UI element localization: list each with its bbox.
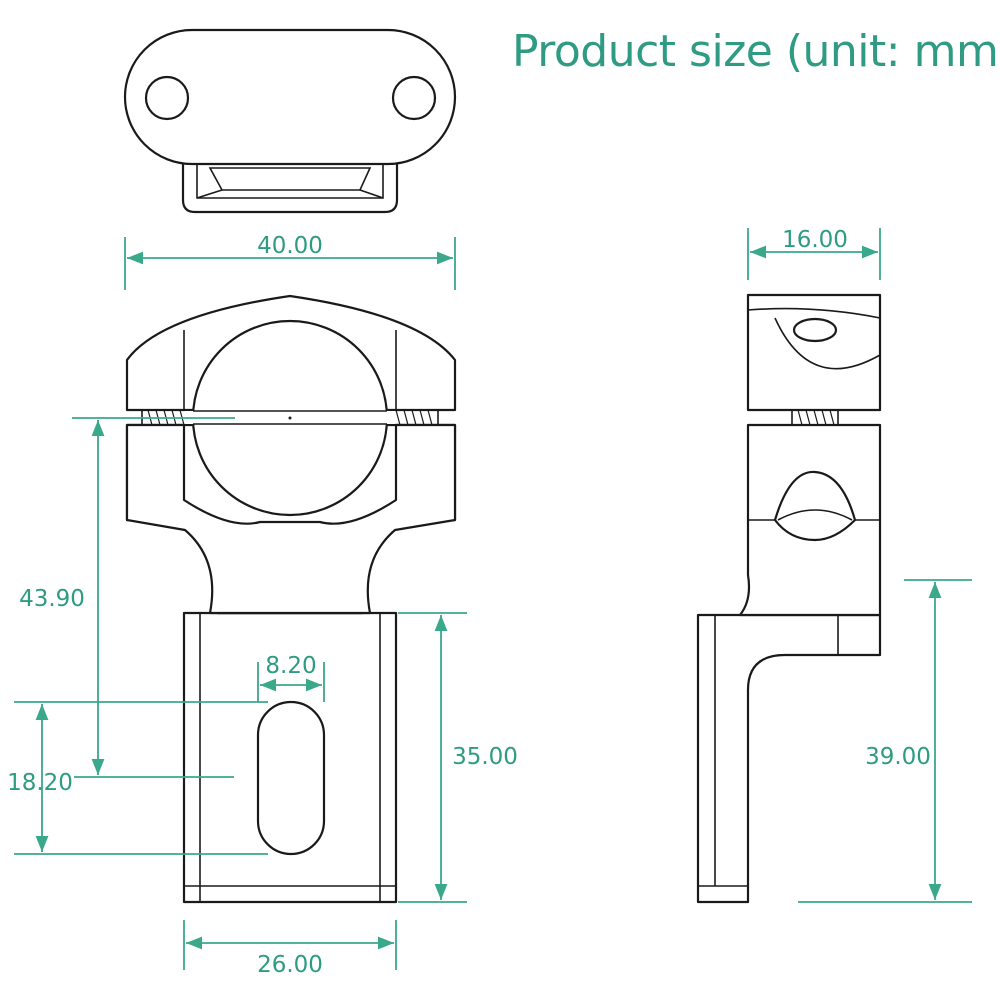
dimension-bracket-width: 26.00 [183, 920, 397, 978]
mount-hole-right [391, 75, 437, 121]
thread-side [791, 409, 839, 426]
dim-label-18-20: 18.20 [7, 770, 73, 796]
front-view [125, 294, 457, 904]
mounting-slot [256, 700, 326, 856]
product-size-title: Product size (unit: mm) [512, 26, 1001, 77]
mount-hole-left [144, 75, 190, 121]
dimension-bracket-length: 35.00 [398, 612, 518, 903]
top-view [123, 28, 457, 214]
dimension-side-height: 39.00 [798, 579, 972, 903]
dim-label-39: 39.00 [865, 744, 931, 770]
side-bore-lower [773, 470, 857, 542]
thread-right [389, 409, 439, 426]
dimension-slot-length: 18.20 [7, 704, 268, 855]
dimension-slot-width: 8.20 [257, 653, 325, 702]
side-hole [792, 317, 838, 343]
dimension-center-to-slot: 43.90 [14, 417, 268, 778]
dim-label-8-20: 8.20 [265, 653, 316, 679]
dim-label-35: 35.00 [452, 744, 518, 770]
dim-label-40: 40.00 [257, 233, 323, 259]
top-view-plate [123, 28, 457, 166]
dim-label-43-90: 43.90 [19, 586, 85, 612]
dimension-clamp-width: 40.00 [124, 233, 456, 290]
dim-label-16: 16.00 [782, 227, 848, 253]
side-view [696, 293, 882, 904]
dimension-side-depth: 16.00 [747, 227, 881, 280]
dim-label-26: 26.00 [257, 952, 323, 978]
